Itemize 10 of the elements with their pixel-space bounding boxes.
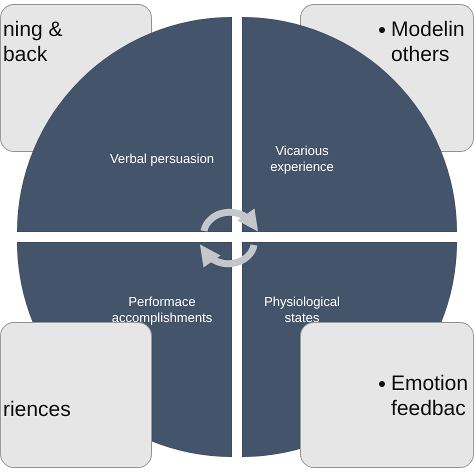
box-text: Emotion feedbac <box>391 371 470 421</box>
box-text: riences <box>3 397 72 422</box>
box-text: ning & back <box>3 17 64 67</box>
rounded-box <box>300 322 474 468</box>
segment-label: Physiological states <box>263 294 341 326</box>
segment-label: Performace accomplishments <box>110 294 214 326</box>
segment-label: Verbal persuasion <box>108 151 216 167</box>
curved-arrow <box>200 208 259 232</box>
box-text: Modelin others <box>391 17 466 67</box>
segment-label: Vicarious experience <box>269 143 335 175</box>
